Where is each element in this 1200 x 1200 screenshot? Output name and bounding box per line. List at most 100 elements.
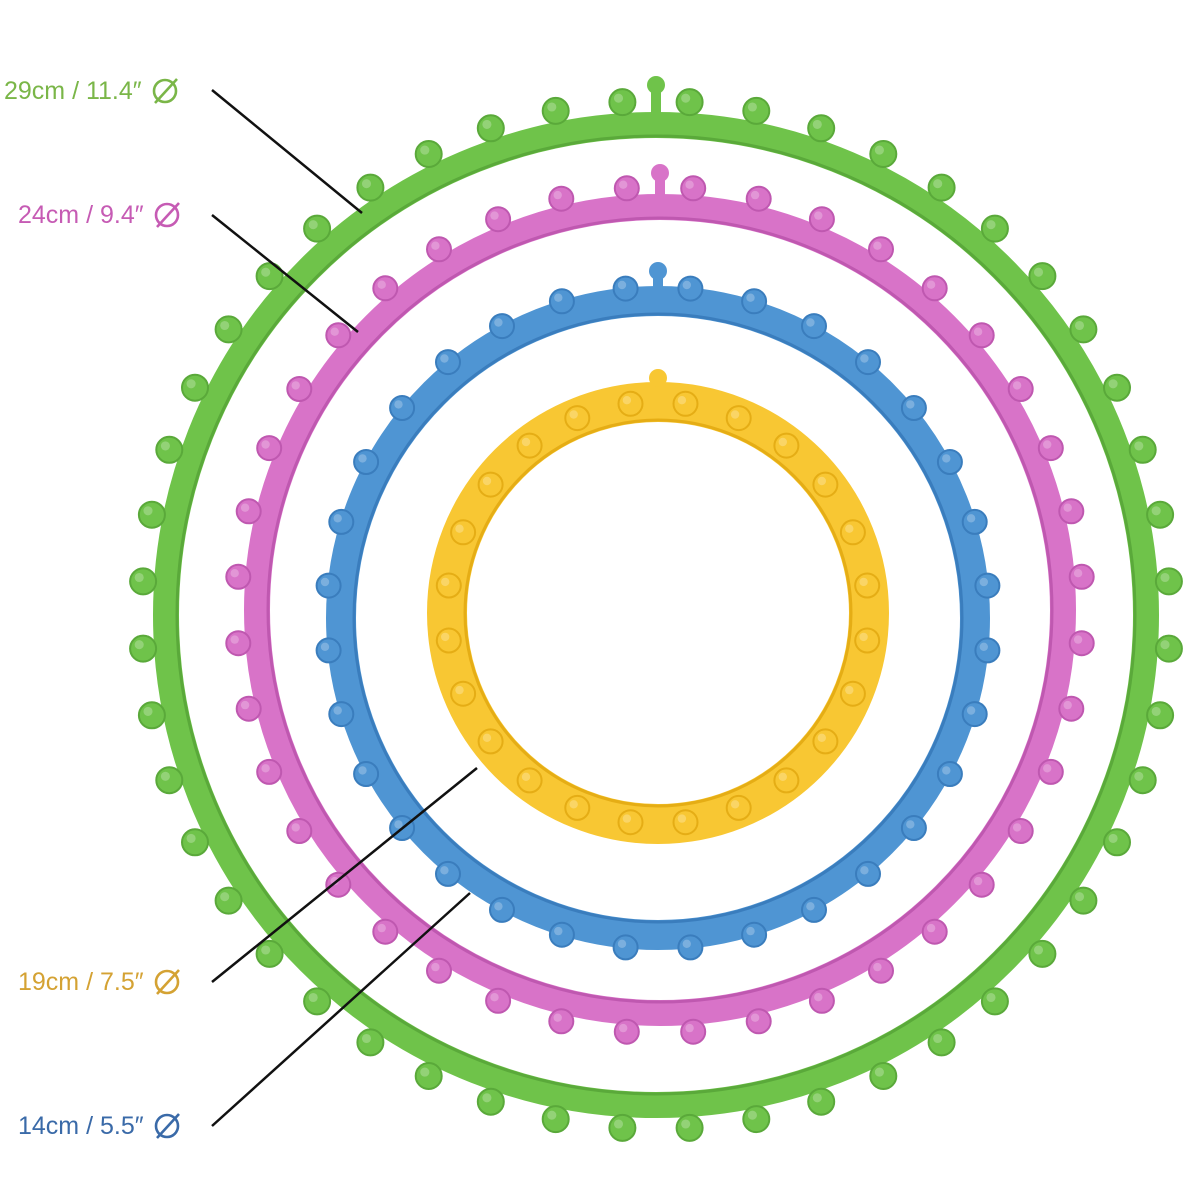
- pink-loom-peg: [286, 376, 313, 402]
- blue-loom-peg: [961, 508, 988, 535]
- green-loom-peg: [414, 1062, 443, 1090]
- pink-loom-peg-highlight: [619, 180, 628, 189]
- blue-loom-peg: [328, 701, 355, 728]
- green-loom: [129, 76, 1183, 1142]
- blue-loom-peg-highlight: [979, 642, 988, 651]
- green-loom-peg: [927, 173, 956, 202]
- pink-loom-peg: [680, 1018, 707, 1045]
- green-loom-peg-highlight: [1074, 320, 1085, 331]
- yellow-loom-peg: [812, 728, 839, 755]
- blue-loom-peg: [315, 572, 342, 599]
- yellow-loom-peg: [450, 680, 477, 707]
- green-loom-peg: [675, 1113, 704, 1142]
- loom-set: [129, 76, 1183, 1142]
- pink-loom-peg: [1058, 695, 1085, 722]
- blue-loom-peg-highlight: [906, 820, 915, 829]
- yellow-loom-peg-highlight: [569, 410, 578, 419]
- green-loom-peg: [155, 766, 184, 795]
- pink-loom-peg: [235, 498, 262, 525]
- blue-loom-peg-highlight: [860, 354, 869, 363]
- pink-loom-peg-highlight: [330, 327, 339, 336]
- blue-loom-peg: [936, 761, 963, 787]
- pink-loom-peg: [1068, 563, 1095, 590]
- green-loom-peg: [980, 987, 1009, 1016]
- green-loom-peg: [181, 828, 209, 857]
- green-loom-peg: [214, 886, 243, 915]
- green-loom-peg-highlight: [1033, 945, 1044, 955]
- blue-loom-peg-highlight: [333, 514, 342, 523]
- green-loom-anchor-knob: [647, 76, 665, 94]
- green-loom-peg-highlight: [933, 179, 943, 189]
- pink-loom-peg-highlight: [814, 993, 823, 1002]
- green-loom-peg-highlight: [747, 1110, 757, 1120]
- yellow-loom-peg: [477, 471, 504, 498]
- blue-loom-peg: [974, 637, 1001, 664]
- yellow-loom-peg-highlight: [569, 800, 578, 809]
- yellow-loom-anchor-knob: [649, 369, 667, 387]
- blue-loom-peg-highlight: [682, 939, 691, 948]
- pink-loom-peg: [921, 918, 948, 945]
- pink-loom-peg: [868, 957, 894, 984]
- pink-loom-peg-highlight: [973, 327, 983, 336]
- green-loom-peg-highlight: [874, 1067, 884, 1077]
- blue-loom-peg-highlight: [979, 577, 988, 587]
- green-loom-peg: [807, 114, 836, 143]
- green-loom-peg: [181, 373, 209, 402]
- blue-loom-anchor: [653, 271, 663, 301]
- blue-loom-peg: [548, 921, 575, 948]
- green-loom-peg-highlight: [186, 379, 196, 389]
- green-loom-peg: [675, 88, 704, 117]
- pink-loom-peg-highlight: [1012, 381, 1022, 390]
- blue-loom-peg: [961, 701, 988, 728]
- yellow-loom-peg-highlight: [441, 632, 450, 642]
- yellow-loom-peg-highlight: [622, 814, 632, 823]
- yellow-loom-peg-highlight: [730, 410, 740, 419]
- pink-loom-peg-highlight: [1043, 440, 1052, 449]
- pink-loom-peg-highlight: [1073, 569, 1083, 578]
- pink-loom-edge: [266, 216, 1054, 1004]
- blue-loom-peg: [548, 288, 575, 315]
- blue-loom-peg-highlight: [320, 577, 330, 587]
- pink-loom-peg-highlight: [377, 923, 386, 933]
- yellow-loom-edge: [463, 418, 853, 808]
- yellow-loom-peg-highlight: [778, 772, 787, 781]
- pink-loom-peg-highlight: [431, 962, 440, 972]
- yellow-loom-peg-highlight: [521, 437, 531, 447]
- green-loom-peg-highlight: [933, 1033, 943, 1044]
- green-loom-peg-highlight: [812, 119, 822, 129]
- blue-loom-peg-highlight: [860, 866, 869, 875]
- green-loom-peg-highlight: [747, 102, 757, 112]
- green-loom-peg-highlight: [261, 267, 271, 277]
- blue-loom-peg: [974, 572, 1001, 599]
- pink-loom-peg-highlight: [261, 440, 270, 449]
- blue-loom-peg-highlight: [942, 766, 951, 775]
- yellow-loom-peg-highlight: [730, 800, 740, 809]
- pink-loom-peg: [613, 175, 640, 202]
- yellow-loom-peg-highlight: [482, 733, 492, 742]
- pink-loom-peg-highlight: [750, 1013, 760, 1022]
- blue-loom-peg-highlight: [617, 939, 627, 948]
- green-loom-peg: [1103, 373, 1131, 402]
- yellow-loom-peg-highlight: [817, 733, 826, 742]
- green-loom-peg: [214, 315, 243, 344]
- blue-loom-peg-highlight: [358, 766, 367, 775]
- blue-loom-peg-highlight: [966, 514, 976, 523]
- blue-loom-peg-highlight: [440, 354, 449, 363]
- yellow-loom-peg-highlight: [441, 577, 450, 587]
- green-loom-peg-highlight: [1160, 640, 1170, 650]
- pink-loom-peg-highlight: [291, 381, 300, 390]
- green-loom-peg-highlight: [1134, 771, 1144, 781]
- blue-loom-peg-highlight: [440, 866, 449, 875]
- green-loom-edge: [175, 134, 1137, 1096]
- pink-loom-peg: [485, 987, 512, 1014]
- green-loom-peg-highlight: [308, 220, 318, 230]
- pink-loom-peg-highlight: [490, 993, 499, 1002]
- yellow-loom-peg: [725, 405, 752, 432]
- blue-loom-peg: [936, 449, 963, 475]
- green-loom-peg: [608, 1113, 637, 1142]
- pink-loom-peg-highlight: [926, 923, 936, 933]
- blue-loom-peg: [612, 934, 639, 961]
- pink-loom-peg-highlight: [685, 1023, 694, 1033]
- yellow-loom-peg-highlight: [482, 476, 492, 486]
- blue-loom-peg-highlight: [394, 820, 403, 829]
